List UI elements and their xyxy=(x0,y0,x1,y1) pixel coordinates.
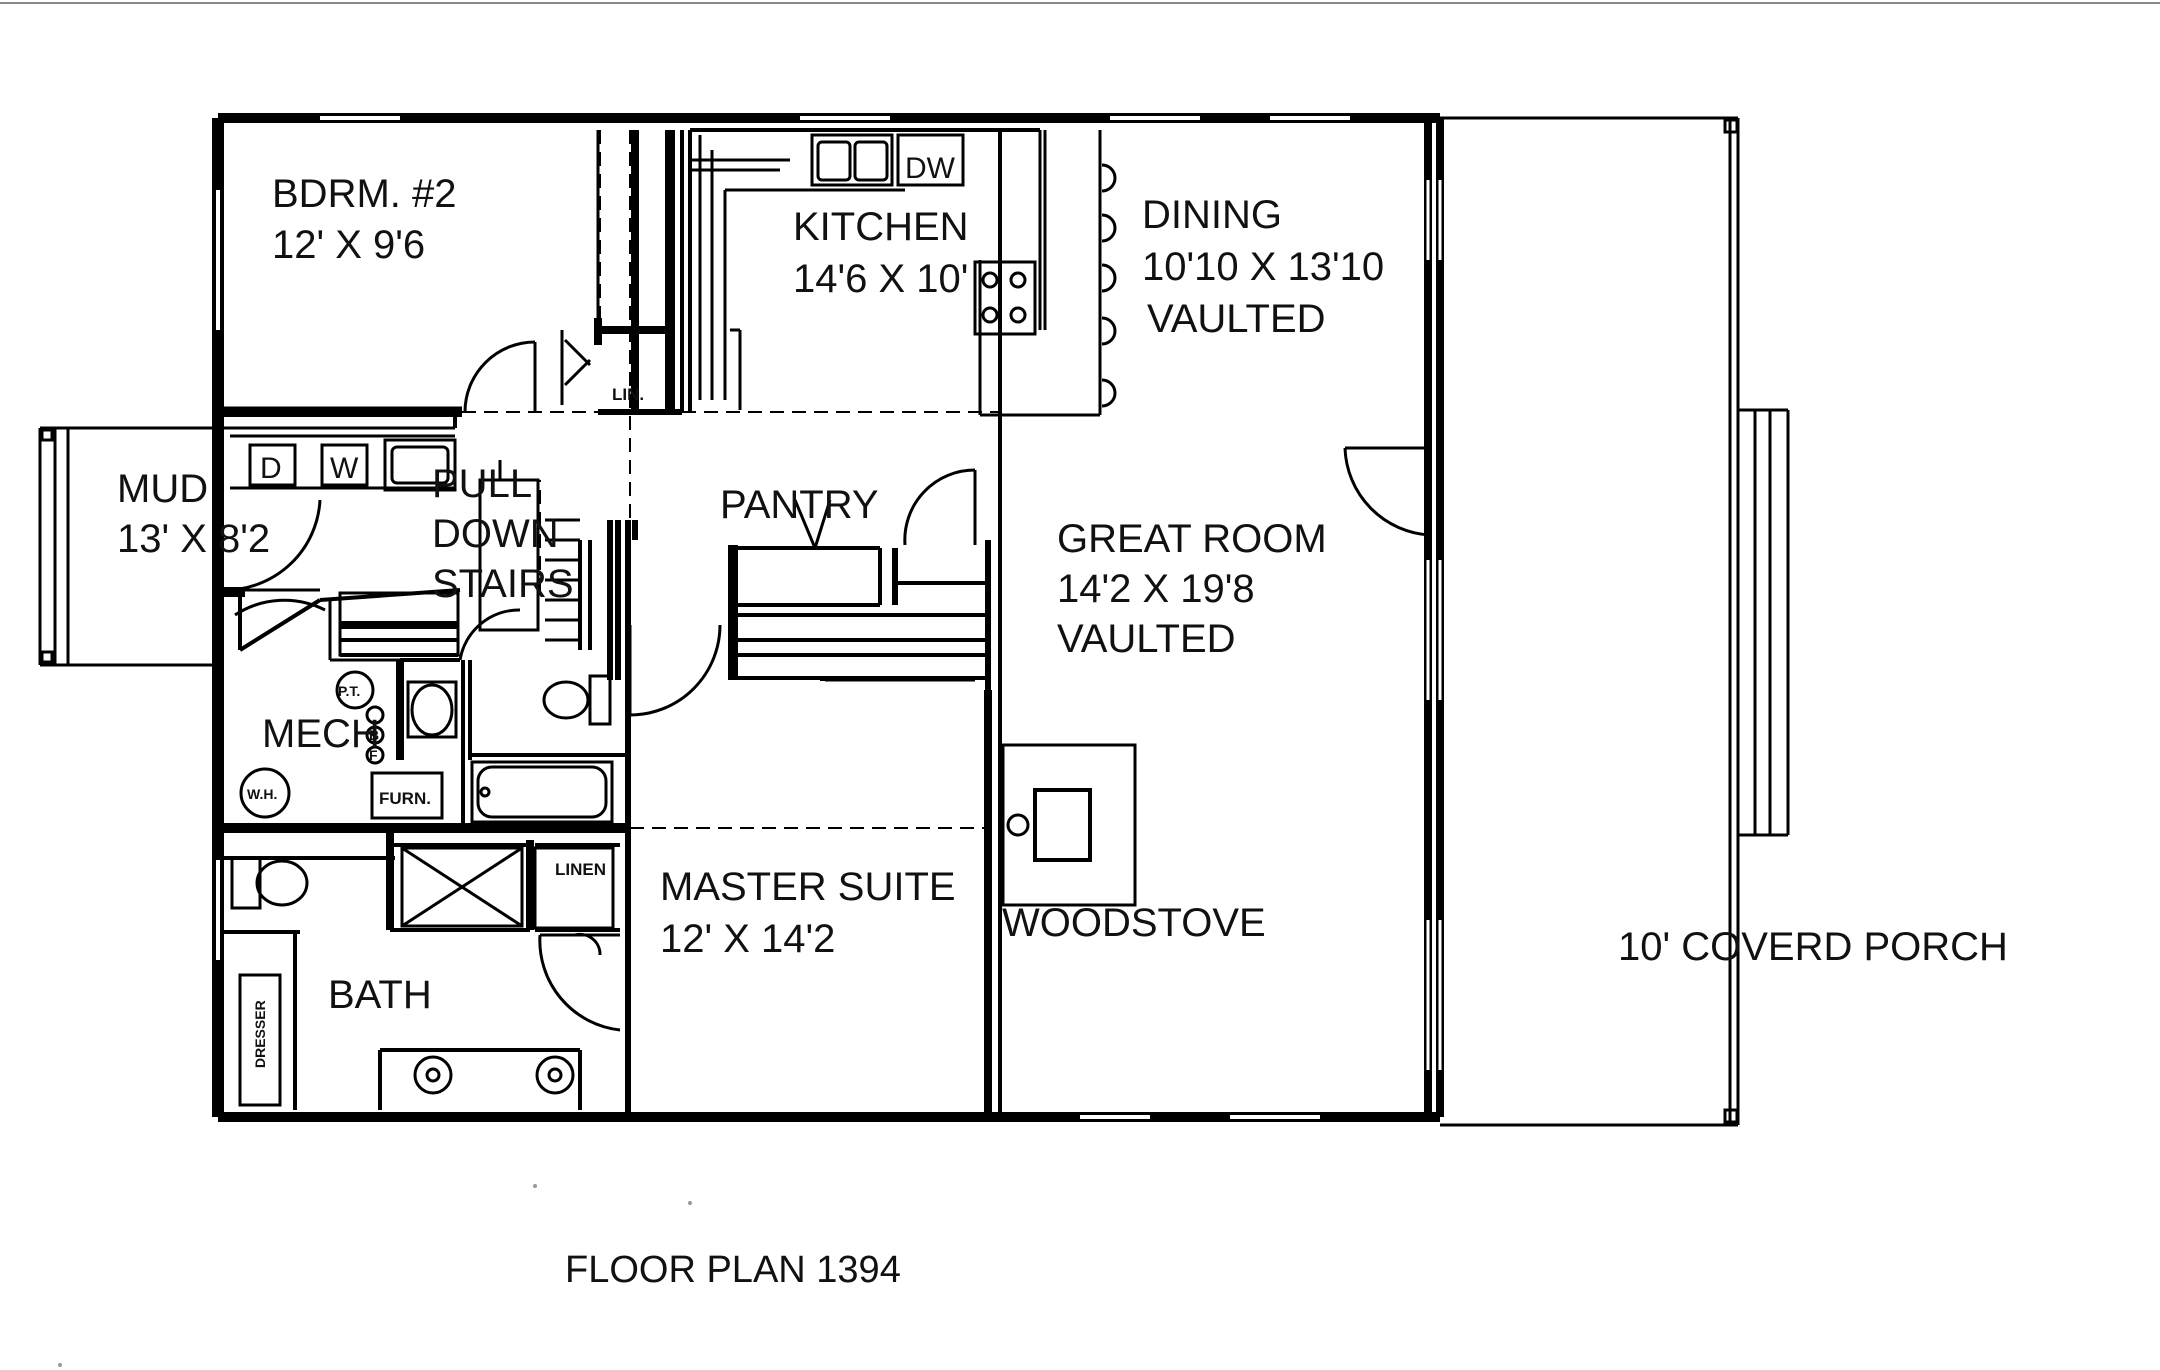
fixtures xyxy=(230,133,1117,1107)
master-toilet xyxy=(255,859,309,907)
furnace xyxy=(370,771,444,820)
shower xyxy=(400,846,524,928)
master-suite-label: MASTER SUITE xyxy=(660,865,956,909)
hall-toilet xyxy=(542,680,590,720)
scan-speck xyxy=(688,1201,692,1205)
range-stove xyxy=(973,260,1037,336)
great-room-note: VAULTED xyxy=(1057,617,1236,661)
kitchen-label: KITCHEN xyxy=(793,205,969,249)
mech-label: MECH xyxy=(262,712,380,756)
dresser-label: DRESSER xyxy=(252,1000,268,1068)
kitchen-size: 14'6 X 10' xyxy=(793,257,968,301)
dryer xyxy=(248,443,297,487)
water-heater xyxy=(239,767,291,819)
scan-speck xyxy=(58,1363,62,1367)
bath-label: BATH xyxy=(328,973,432,1017)
great-room-size: 14'2 X 19'8 xyxy=(1057,567,1255,611)
vanity-sink-right xyxy=(535,1055,575,1095)
pressure-tank xyxy=(335,670,375,710)
dining-size: 10'10 X 13'10 xyxy=(1142,245,1384,289)
vanity-sink-left xyxy=(413,1055,453,1095)
stairs-label-3: STAIRS xyxy=(432,562,574,606)
bedroom2-size: 12' X 9'6 xyxy=(272,223,425,267)
b-label: B xyxy=(369,727,379,743)
dryer-label: D xyxy=(260,452,282,485)
water-heater-label: W.H. xyxy=(247,786,277,802)
pressure-tank-label: P.T. xyxy=(338,683,360,699)
kitchen-sink xyxy=(810,133,894,187)
doors xyxy=(224,340,1431,1032)
great-room-label: GREAT ROOM xyxy=(1057,517,1327,561)
dining-label: DINING xyxy=(1142,193,1282,237)
mud-entry-stoop xyxy=(38,426,218,667)
dishwasher-label: DW xyxy=(905,152,956,185)
porch-outline xyxy=(1440,116,1790,1127)
woodstove-label: WOODSTOVE xyxy=(1002,901,1266,945)
linen-closet-label: LIN. xyxy=(612,385,644,404)
plan-title: FLOOR PLAN 1394 xyxy=(565,1249,901,1291)
bathtub xyxy=(470,760,614,824)
scan-speck xyxy=(533,1184,537,1188)
linen-label: LINEN xyxy=(555,860,606,879)
dishwasher xyxy=(896,133,965,187)
bedroom2-label: BDRM. #2 xyxy=(272,172,457,216)
furnace-label: FURN. xyxy=(379,789,431,808)
dresser xyxy=(238,973,282,1107)
stairs-label-1: PULL xyxy=(432,462,532,506)
washer-label: W xyxy=(330,452,359,485)
f-label: F xyxy=(369,747,378,763)
stairs-label-2: DOWN xyxy=(432,512,559,556)
washer xyxy=(320,443,369,487)
mud-label: MUD xyxy=(117,467,208,511)
porch-label: 10' COVERD PORCH xyxy=(1618,925,2008,969)
interior-walls xyxy=(212,128,1137,1122)
pantry-label: PANTRY xyxy=(720,483,879,527)
master-suite-size: 12' X 14'2 xyxy=(660,917,835,961)
dining-note: VAULTED xyxy=(1147,297,1326,341)
mud-size: 13' X 8'2 xyxy=(117,517,270,561)
